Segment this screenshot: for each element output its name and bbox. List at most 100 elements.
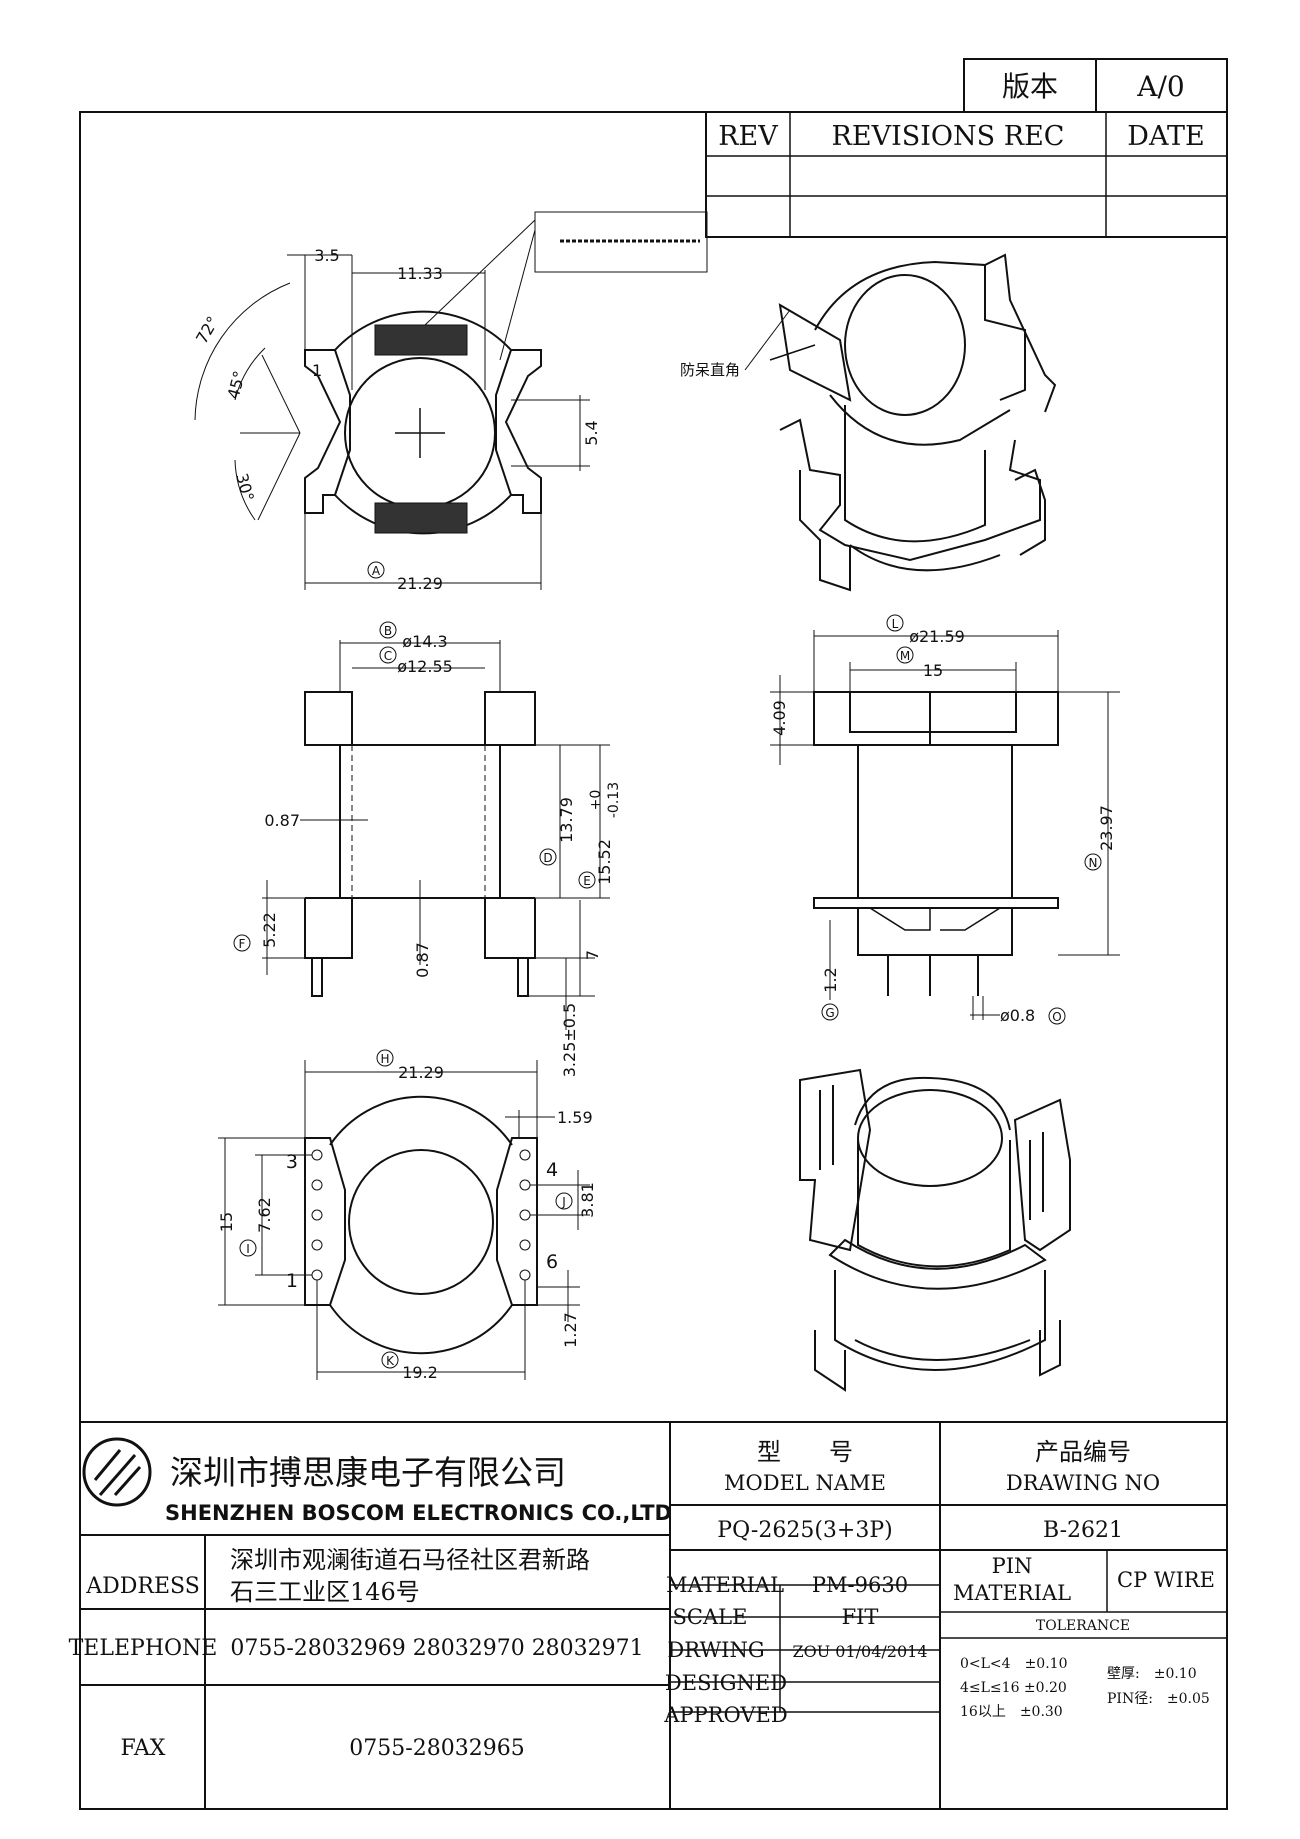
dim-0-87-a: 0.87 bbox=[264, 811, 300, 830]
pin-tolerance: PIN径: ±0.05 bbox=[1107, 1691, 1210, 1707]
model-name-value: PQ-2625(3+3P) bbox=[717, 1518, 892, 1543]
tolerance-row-3: 16以上 ±0.30 bbox=[960, 1704, 1063, 1720]
dim-15-52-tol-minus: -0.13 bbox=[606, 782, 622, 818]
dim-12-55: ø12.55 bbox=[397, 657, 453, 676]
dim-15-52: 15.52 bbox=[595, 839, 614, 885]
dim-0-87-b: 0.87 bbox=[413, 942, 432, 978]
dim-1-27: 1.27 bbox=[561, 1312, 580, 1348]
isometric-view-bottom bbox=[799, 1068, 1071, 1392]
dim-21-29-top: 21.29 bbox=[397, 574, 443, 593]
fax-label: FAX bbox=[121, 1736, 166, 1761]
marker-l: L bbox=[892, 617, 899, 631]
version-value: A/0 bbox=[1136, 70, 1184, 103]
dim-0-8: ø0.8 bbox=[1000, 1006, 1035, 1025]
pin-label-4: 4 bbox=[546, 1159, 558, 1181]
dim-1-2: 1.2 bbox=[821, 967, 840, 992]
company-logo bbox=[82, 1437, 152, 1507]
marker-i: I bbox=[246, 1242, 250, 1256]
pin-material-value: CP WIRE bbox=[1117, 1568, 1215, 1592]
marker-f: F bbox=[239, 937, 246, 951]
material-value: PM-9630 bbox=[812, 1573, 908, 1597]
dim-5-4: 5.4 bbox=[582, 420, 601, 445]
dim-23-97: 23.97 bbox=[1097, 805, 1116, 851]
marker-m: M bbox=[900, 649, 910, 663]
dim-15-52-tol-plus: +0 bbox=[588, 790, 604, 811]
hatched-pad-top bbox=[374, 324, 468, 356]
marker-j: J bbox=[561, 1195, 566, 1209]
approved-label: APPROVED bbox=[663, 1703, 787, 1727]
dim-7: 7 bbox=[583, 950, 602, 960]
drawing-value: ZOU 01/04/2014 bbox=[792, 1642, 927, 1661]
dim-21-29-bottom: 21.29 bbox=[398, 1063, 444, 1082]
scale-label: SCALE bbox=[673, 1605, 748, 1629]
tolerance-row-1: 0<L<4 ±0.10 bbox=[960, 1656, 1067, 1672]
dim-13-79: 13.79 bbox=[557, 797, 576, 843]
marker-a: A bbox=[372, 564, 381, 578]
front-view: B ø14.3 C ø12.55 0.87 D 13.79 E 15.52 +0… bbox=[233, 621, 622, 1077]
dim-3-25: 3.25±0.5 bbox=[560, 1003, 579, 1077]
dim-7-62: 7.62 bbox=[255, 1197, 274, 1233]
marker-h: H bbox=[380, 1052, 389, 1066]
pin-label-3: 3 bbox=[286, 1151, 298, 1173]
company-name-cn: 深圳市搏思康电子有限公司 bbox=[170, 1453, 566, 1492]
marker-g: G bbox=[825, 1006, 834, 1020]
revisions-header: REVISIONS REC bbox=[832, 121, 1065, 152]
pin-material-label-1: PIN bbox=[992, 1554, 1033, 1578]
pin-one-mark: 1 bbox=[312, 361, 322, 380]
model-name-cn: 型 号 bbox=[757, 1438, 853, 1466]
chamfer-note: 防呆直角 bbox=[680, 361, 740, 379]
title-block: 深圳市搏思康电子有限公司 SHENZHEN BOSCOM ELECTRONICS… bbox=[69, 1422, 1227, 1809]
model-name-en: MODEL NAME bbox=[724, 1471, 886, 1495]
dim-21-59: ø21.59 bbox=[909, 627, 965, 646]
address-label: ADDRESS bbox=[85, 1574, 200, 1599]
pin-holes-right bbox=[519, 1149, 531, 1281]
pin-label-6: 6 bbox=[546, 1251, 558, 1273]
dim-15-bottom: 15 bbox=[217, 1212, 236, 1232]
drawing-no-cn: 产品编号 bbox=[1035, 1438, 1131, 1466]
angle-30: 30° bbox=[232, 471, 258, 503]
dim-3-81: 3.81 bbox=[578, 1182, 597, 1218]
marker-d: D bbox=[543, 851, 552, 865]
designed-label: DESIGNED bbox=[665, 1671, 787, 1695]
telephone-value: 0755-28032969 28032970 28032971 bbox=[230, 1636, 643, 1661]
hatched-pad-bottom bbox=[374, 502, 468, 534]
dim-1-59: 1.59 bbox=[557, 1108, 593, 1127]
dim-11-33: 11.33 bbox=[397, 264, 443, 283]
fax-value: 0755-28032965 bbox=[349, 1736, 524, 1761]
date-header: DATE bbox=[1127, 121, 1204, 152]
pin-holes-left bbox=[311, 1149, 323, 1281]
dim-5-22: 5.22 bbox=[260, 912, 279, 948]
bottom-view: 3 1 4 6 H 21.29 1.59 15 I 7.62 J 3.81 1.… bbox=[217, 1049, 597, 1382]
pin-label-1: 1 bbox=[286, 1270, 298, 1292]
address-line-2: 石三工业区146号 bbox=[230, 1578, 420, 1606]
scale-value: FIT bbox=[842, 1605, 879, 1629]
address-line-1: 深圳市观澜街道石马径社区君新路 bbox=[230, 1546, 590, 1574]
dim-19-2: 19.2 bbox=[402, 1363, 438, 1382]
angle-45: 45° bbox=[224, 369, 250, 401]
tolerance-label: TOLERANCE bbox=[1036, 1618, 1130, 1634]
drawing-no-en: DRAWING NO bbox=[1006, 1471, 1160, 1495]
dim-3-5: 3.5 bbox=[314, 246, 339, 265]
top-view: 1 3.5 11.33 5.4 A 21.29 72° 45° 30° bbox=[192, 211, 708, 593]
marker-n: N bbox=[1089, 856, 1098, 870]
tolerance-row-2: 4≤L≤16 ±0.20 bbox=[960, 1680, 1067, 1696]
marker-o: O bbox=[1052, 1010, 1061, 1024]
drawing-label: DRWING bbox=[667, 1638, 764, 1662]
dim-4-09: 4.09 bbox=[770, 700, 789, 736]
marker-b: B bbox=[384, 624, 392, 638]
drawing-no-value: B-2621 bbox=[1043, 1518, 1123, 1543]
side-view: L ø21.59 M 15 4.09 N 23.97 G 1.2 ø0.8 O bbox=[770, 614, 1120, 1025]
marker-c: C bbox=[384, 649, 392, 663]
dim-15-side: 15 bbox=[923, 661, 943, 680]
material-label: MATERIAL bbox=[666, 1573, 784, 1597]
version-label: 版本 bbox=[1002, 70, 1058, 103]
rev-header: REV bbox=[718, 121, 778, 152]
drawing-border bbox=[79, 111, 1228, 1810]
marker-e: E bbox=[583, 874, 591, 888]
pin-material-label-2: MATERIAL bbox=[953, 1581, 1071, 1605]
marker-k: K bbox=[386, 1354, 395, 1368]
company-name-en: SHENZHEN BOSCOM ELECTRONICS CO.,LTD bbox=[165, 1501, 672, 1525]
telephone-label: TELEPHONE bbox=[69, 1636, 218, 1661]
isometric-view-top: 防呆直角 bbox=[680, 253, 1057, 592]
